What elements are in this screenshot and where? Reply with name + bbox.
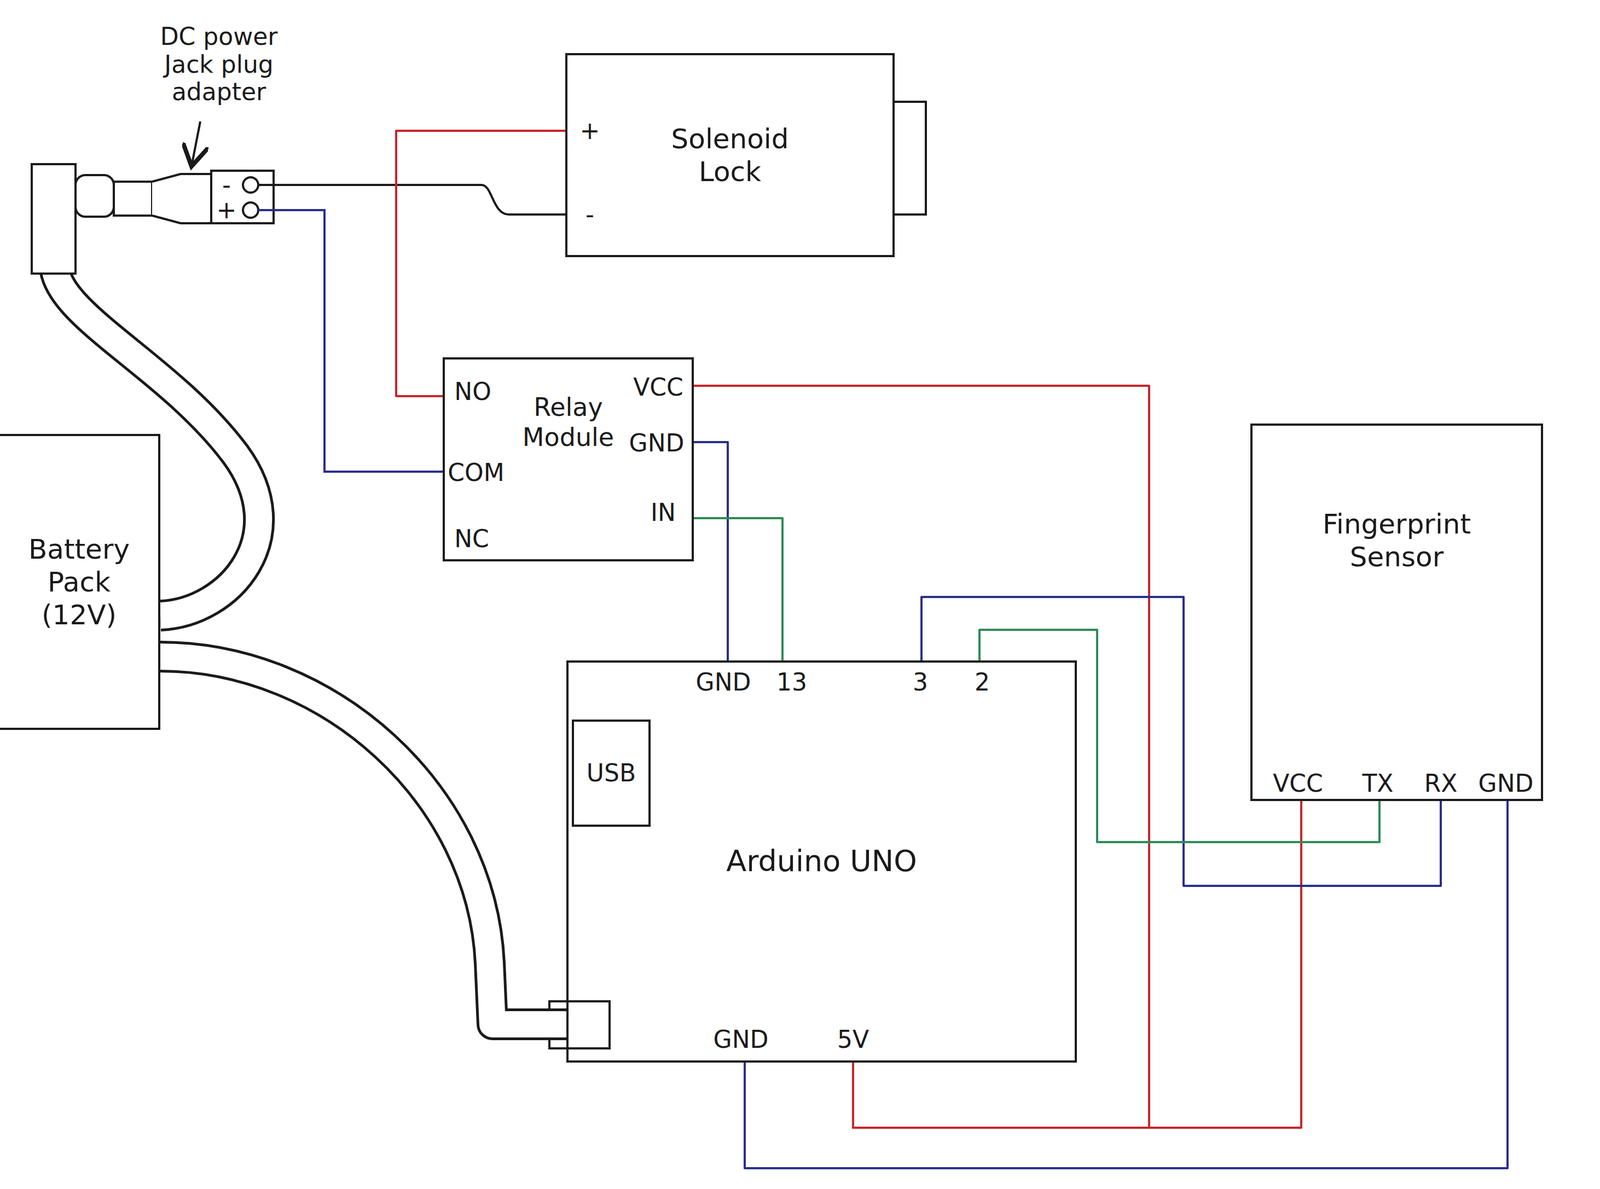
node-title: USB — [586, 758, 636, 788]
pin-label: 13 — [776, 669, 808, 696]
pin-label: - — [222, 171, 231, 199]
pin-label: + — [216, 196, 237, 224]
node-title: Arduino UNO — [726, 843, 918, 880]
pin-label: GND — [696, 669, 752, 696]
pin-label: GND — [713, 1026, 769, 1053]
pin-label: COM — [447, 459, 504, 486]
wire-red — [853, 801, 1302, 1128]
solenoid-bolt — [893, 101, 926, 215]
pin-label: NC — [454, 525, 490, 553]
battery-box: Battery Pack (12V) — [0, 433, 161, 730]
arduino-board: Arduino UNO USB — [566, 660, 1077, 1063]
usb-port: USB — [571, 719, 651, 827]
pin-label: TX — [1361, 770, 1394, 797]
pin-label: VCC — [633, 374, 684, 401]
pin-label: 5V — [837, 1026, 869, 1053]
wire-blue — [693, 442, 728, 661]
pin-label: IN — [650, 499, 676, 526]
pin-label: - — [585, 201, 595, 228]
node-title: Fingerprint Sensor — [1287, 507, 1507, 574]
wire-blue — [258, 210, 443, 472]
callout-text: DC power Jack plug adapter — [136, 22, 301, 107]
pin-label: 3 — [912, 669, 929, 696]
wire-red — [693, 385, 1150, 1128]
wire-blue — [921, 596, 1441, 886]
barrel-plug — [31, 164, 114, 274]
pin-label: 2 — [974, 669, 990, 696]
node-title: Battery Pack (12V) — [13, 532, 146, 632]
wire-green — [693, 518, 783, 661]
pin-label: GND — [629, 430, 685, 457]
solenoid-box: Solenoid Lock — [565, 53, 895, 258]
pin-label: VCC — [1272, 770, 1324, 797]
power-cable — [160, 656, 567, 1025]
pin-label: RX — [1424, 770, 1458, 797]
pin-label: GND — [1478, 770, 1534, 797]
jack-adapter — [113, 170, 274, 224]
node-title: Relay Module — [502, 392, 635, 453]
leader-line — [191, 121, 201, 167]
pin-label: + — [580, 117, 601, 144]
sensor-box: Fingerprint Sensor — [1250, 423, 1544, 802]
wire-red — [396, 130, 566, 397]
node-title: Solenoid Lock — [642, 122, 818, 189]
pin-label: NO — [454, 378, 492, 405]
